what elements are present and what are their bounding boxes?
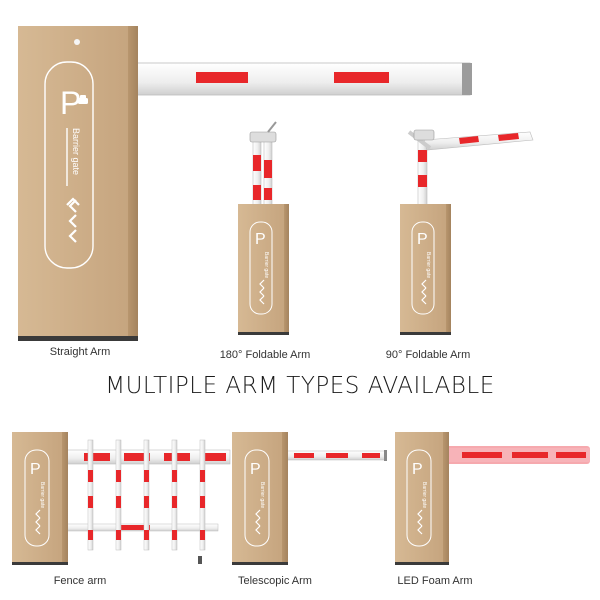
caption-180-foldable-arm: 180° Foldable Arm <box>219 349 311 361</box>
telescopic-arm-gate: P Barrier gate <box>232 432 387 565</box>
led-foam-arm <box>446 446 590 464</box>
caption-led-foam-arm: LED Foam Arm <box>397 575 473 587</box>
arm-red-stripe <box>196 72 248 83</box>
caption-fence-arm: Fence arm <box>53 575 107 587</box>
front-panel-outline <box>44 61 94 269</box>
car-icon <box>78 95 88 104</box>
parking-letter: P <box>255 231 266 248</box>
barrier-gate-label: Barrier gate <box>259 482 265 508</box>
chevron-icons <box>255 509 261 535</box>
parking-letter: P <box>250 461 261 478</box>
straight-arm-gate: P Barrier gate <box>18 26 472 341</box>
barrier-cabinet-small: P Barrier gate <box>12 432 68 565</box>
led-foam-arm-gate: P Barrier gate <box>395 432 590 565</box>
chevron-icons <box>417 509 423 535</box>
chevron-icons <box>66 197 80 243</box>
fence-arm-gate: P Barrier gate <box>12 432 231 565</box>
barrier-cabinet-small: P Barrier gate <box>400 204 451 335</box>
parking-letter: P <box>412 461 423 478</box>
caption-straight-arm: Straight Arm <box>49 346 111 358</box>
foldable-180-gate: P Barrier gate <box>238 121 289 335</box>
parking-letter: P <box>60 85 81 121</box>
caption-90-foldable-arm: 90° Foldable Arm <box>385 349 471 361</box>
barrier-gate-label: Barrier gate <box>39 482 45 508</box>
barrier-cabinet-small: P Barrier gate <box>395 432 449 565</box>
barrier-gate-label: Barrier gate <box>71 128 81 175</box>
barrier-cabinet-small: P Barrier gate <box>238 204 289 335</box>
folded-arm <box>407 129 534 209</box>
barrier-gate-label: Barrier gate <box>263 252 269 278</box>
straight-arm <box>127 62 472 96</box>
caption-telescopic-arm: Telescopic Arm <box>238 575 312 587</box>
barrier-gate-label: Barrier gate <box>425 252 431 278</box>
arm-red-stripe <box>334 72 389 83</box>
foldable-90-gate: P Barrier gate <box>400 129 534 335</box>
parking-letter: P <box>30 461 41 478</box>
barrier-cabinet-small: P Barrier gate <box>232 432 288 565</box>
fence-arm <box>65 439 231 564</box>
parking-letter: P <box>417 231 428 248</box>
barrier-cabinet-large: P Barrier gate <box>18 26 138 341</box>
chevron-icons <box>421 279 427 305</box>
key-hole <box>74 39 80 45</box>
telescopic-arm <box>285 450 387 461</box>
folded-arm <box>249 121 277 211</box>
barrier-gate-label: Barrier gate <box>421 482 427 508</box>
page-headline: MULTIPLE ARM TYPES AVAILABLE <box>105 373 495 399</box>
chevron-icons <box>259 279 265 305</box>
chevron-icons <box>35 509 41 535</box>
